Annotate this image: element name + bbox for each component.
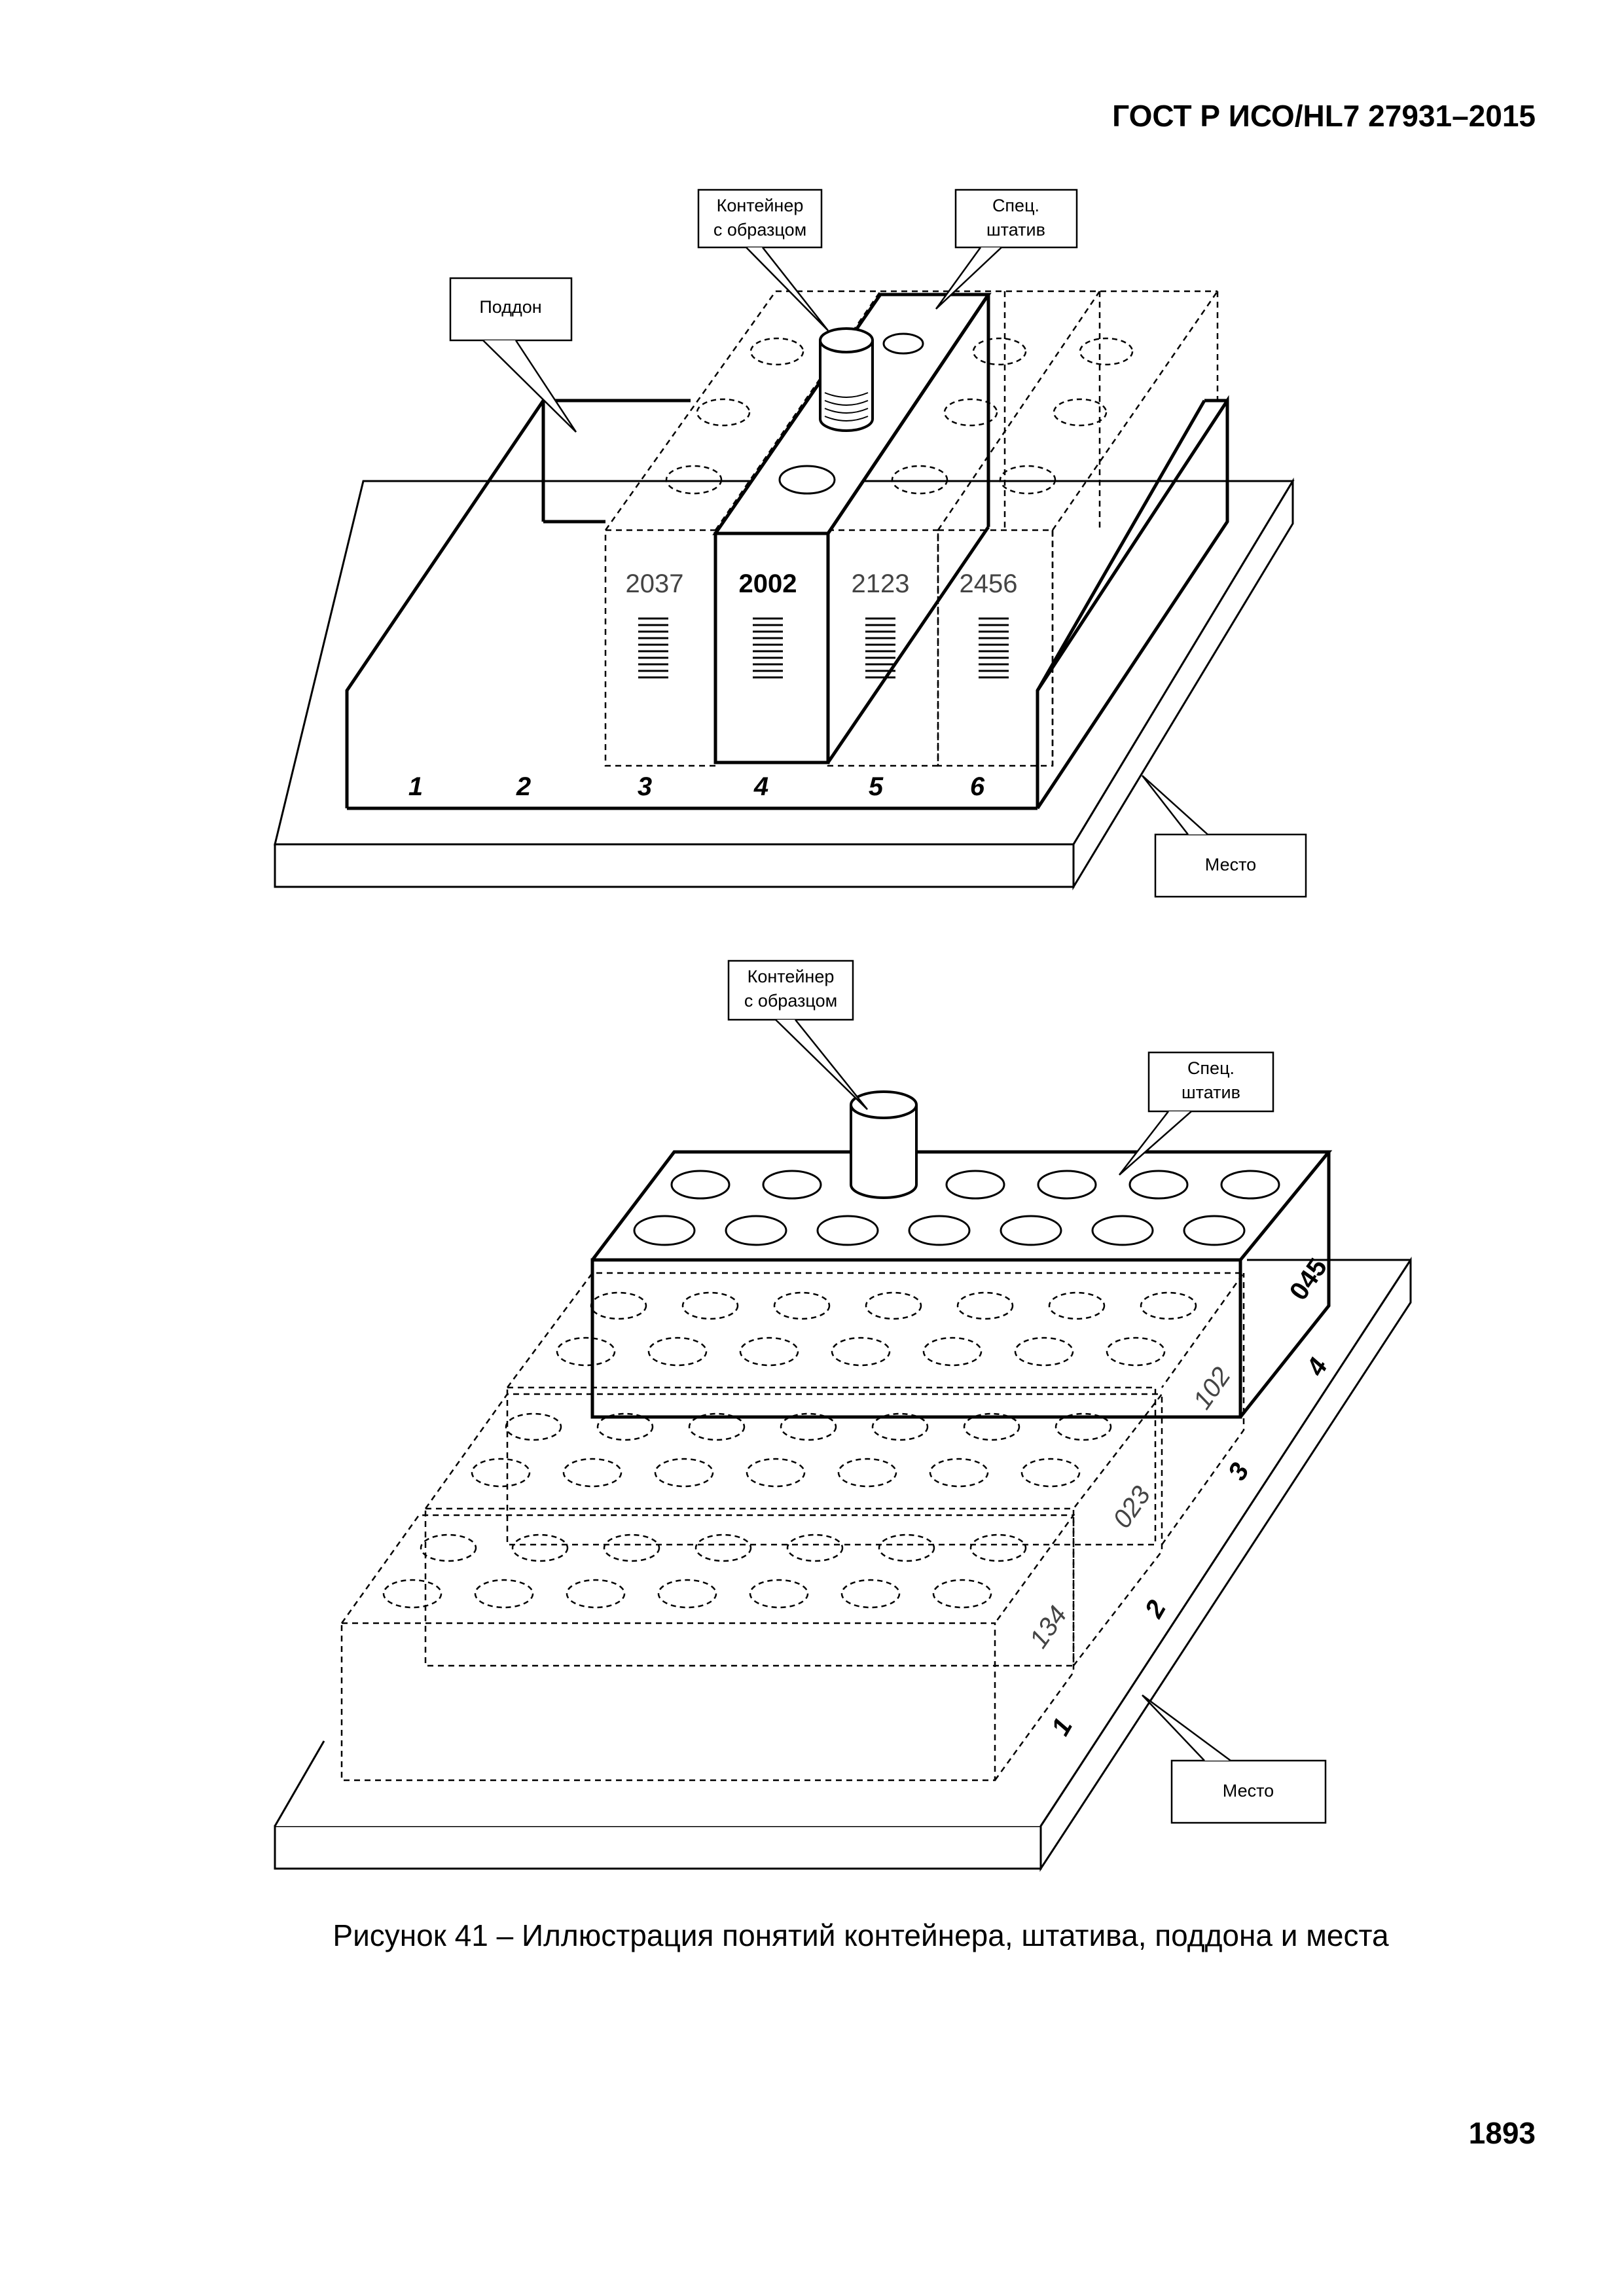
top-position-5: 5 <box>869 772 884 801</box>
top-hole-back <box>882 332 924 355</box>
svg-text:Место: Место <box>1223 1781 1274 1801</box>
svg-text:Поддон: Поддон <box>479 297 541 317</box>
top-position-2: 2 <box>516 772 531 801</box>
svg-text:Спец.: Спец. <box>992 196 1039 215</box>
svg-text:штатив: штатив <box>986 220 1045 240</box>
svg-text:Контейнер: Контейнер <box>748 967 835 986</box>
top-position-3: 3 <box>638 772 652 801</box>
svg-text:Место: Место <box>1205 855 1256 874</box>
bottom-special-rack <box>590 1150 1333 1419</box>
top-barcodes <box>638 617 1009 679</box>
top-sample-container <box>819 327 874 432</box>
bottom-special-rack-holes <box>633 1170 1280 1246</box>
svg-text:Спец.: Спец. <box>1187 1058 1235 1078</box>
bottom-callout-rack: Спец. штатив <box>1119 1051 1274 1175</box>
top-callout-rack: Спец. штатив <box>935 188 1078 310</box>
top-rack-code-4: 2456 <box>960 569 1018 598</box>
top-callout-tray: Поддон <box>449 277 577 433</box>
bottom-callout-location: Место <box>1142 1694 1327 1824</box>
page-number: 1893 <box>1468 2116 1536 2150</box>
top-callout-container: Контейнер с образцом <box>697 188 829 331</box>
svg-text:с образцом: с образцом <box>744 991 837 1011</box>
bottom-figure: 045 102 023 134 4 3 2 1 Контейнер с обра… <box>274 960 1412 1873</box>
svg-text:Контейнер: Контейнер <box>717 196 804 215</box>
top-hole-selected <box>778 465 836 495</box>
bottom-callout-container: Контейнер с образцом <box>727 960 868 1110</box>
bottom-dashed-racks <box>340 1272 1246 1782</box>
bottom-sample-container <box>850 1090 918 1199</box>
bottom-location-plate <box>274 1256 1412 1873</box>
top-position-1: 1 <box>408 772 423 801</box>
top-callout-location: Место <box>1142 775 1307 898</box>
top-rack-code-3: 2123 <box>852 569 910 598</box>
svg-text:с образцом: с образцом <box>713 220 806 240</box>
document-header: ГОСТ Р ИСО/HL7 27931–2015 <box>1112 99 1536 133</box>
top-tray <box>345 395 1229 810</box>
bottom-dashed-holes <box>382 1291 1197 1609</box>
top-rack-holes <box>665 337 1134 495</box>
top-figure: 2037 2002 2123 2456 1 2 3 4 5 6 Контейне… <box>274 188 1307 898</box>
svg-text:штатив: штатив <box>1182 1083 1240 1102</box>
top-position-4: 4 <box>753 772 768 801</box>
figure-caption: Рисунок 41 – Иллюстрация понятий контейн… <box>333 1918 1389 1952</box>
top-position-6: 6 <box>970 772 985 801</box>
top-rack-code-1: 2037 <box>626 569 684 598</box>
top-rack-code-2: 2002 <box>739 569 797 598</box>
